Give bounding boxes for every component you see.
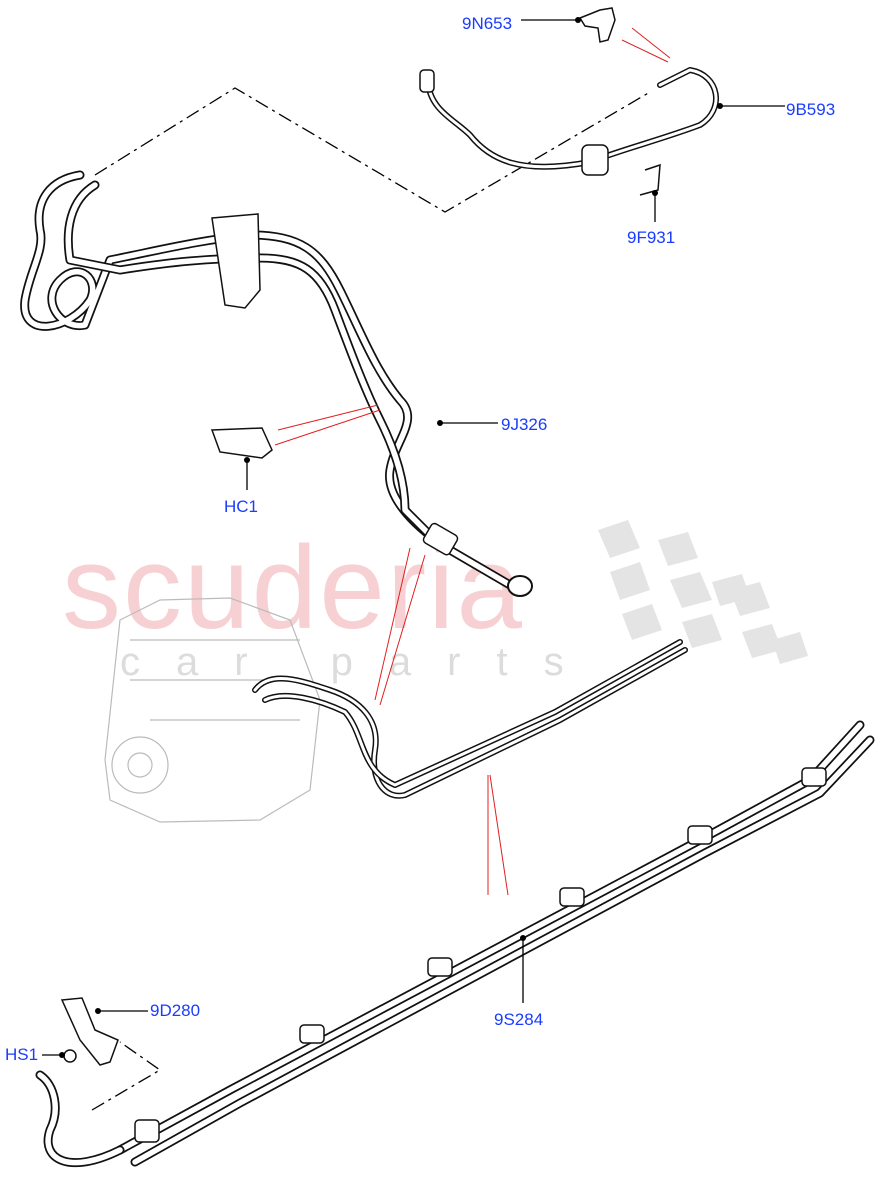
- sensor-9D280: [60, 997, 119, 1066]
- callout-9S284[interactable]: 9S284: [494, 1010, 544, 1029]
- engine-illustration: [104, 597, 321, 823]
- tube-9J326: [20, 170, 533, 597]
- leader-lines: [42, 17, 785, 1058]
- tube-assembly-middle: [252, 639, 688, 799]
- red-reference-lines: [274, 27, 671, 896]
- callout-HC1[interactable]: HC1: [224, 497, 259, 516]
- callout-HS1[interactable]: HS1: [5, 1045, 39, 1064]
- tube-9B593: [419, 67, 719, 176]
- callout-9B593[interactable]: 9B593: [786, 100, 836, 119]
- bolt-HS1: [63, 1049, 77, 1063]
- checkered-flag-watermark: [598, 520, 808, 664]
- bracket-9F931: [639, 163, 661, 196]
- callout-9J326[interactable]: 9J326: [501, 415, 548, 434]
- clip-9N653: [578, 7, 616, 43]
- reference-dashline-bottom: [91, 1041, 162, 1111]
- callout-9F931[interactable]: 9F931: [627, 228, 676, 247]
- callout-9D280[interactable]: 9D280: [150, 1001, 201, 1020]
- callout-9N653[interactable]: 9N653: [462, 14, 513, 33]
- clip-HC1: [210, 427, 273, 459]
- reference-dashline-top: [94, 87, 651, 213]
- tube-9S284: [35, 720, 875, 1168]
- watermark-sub: car parts: [120, 640, 600, 684]
